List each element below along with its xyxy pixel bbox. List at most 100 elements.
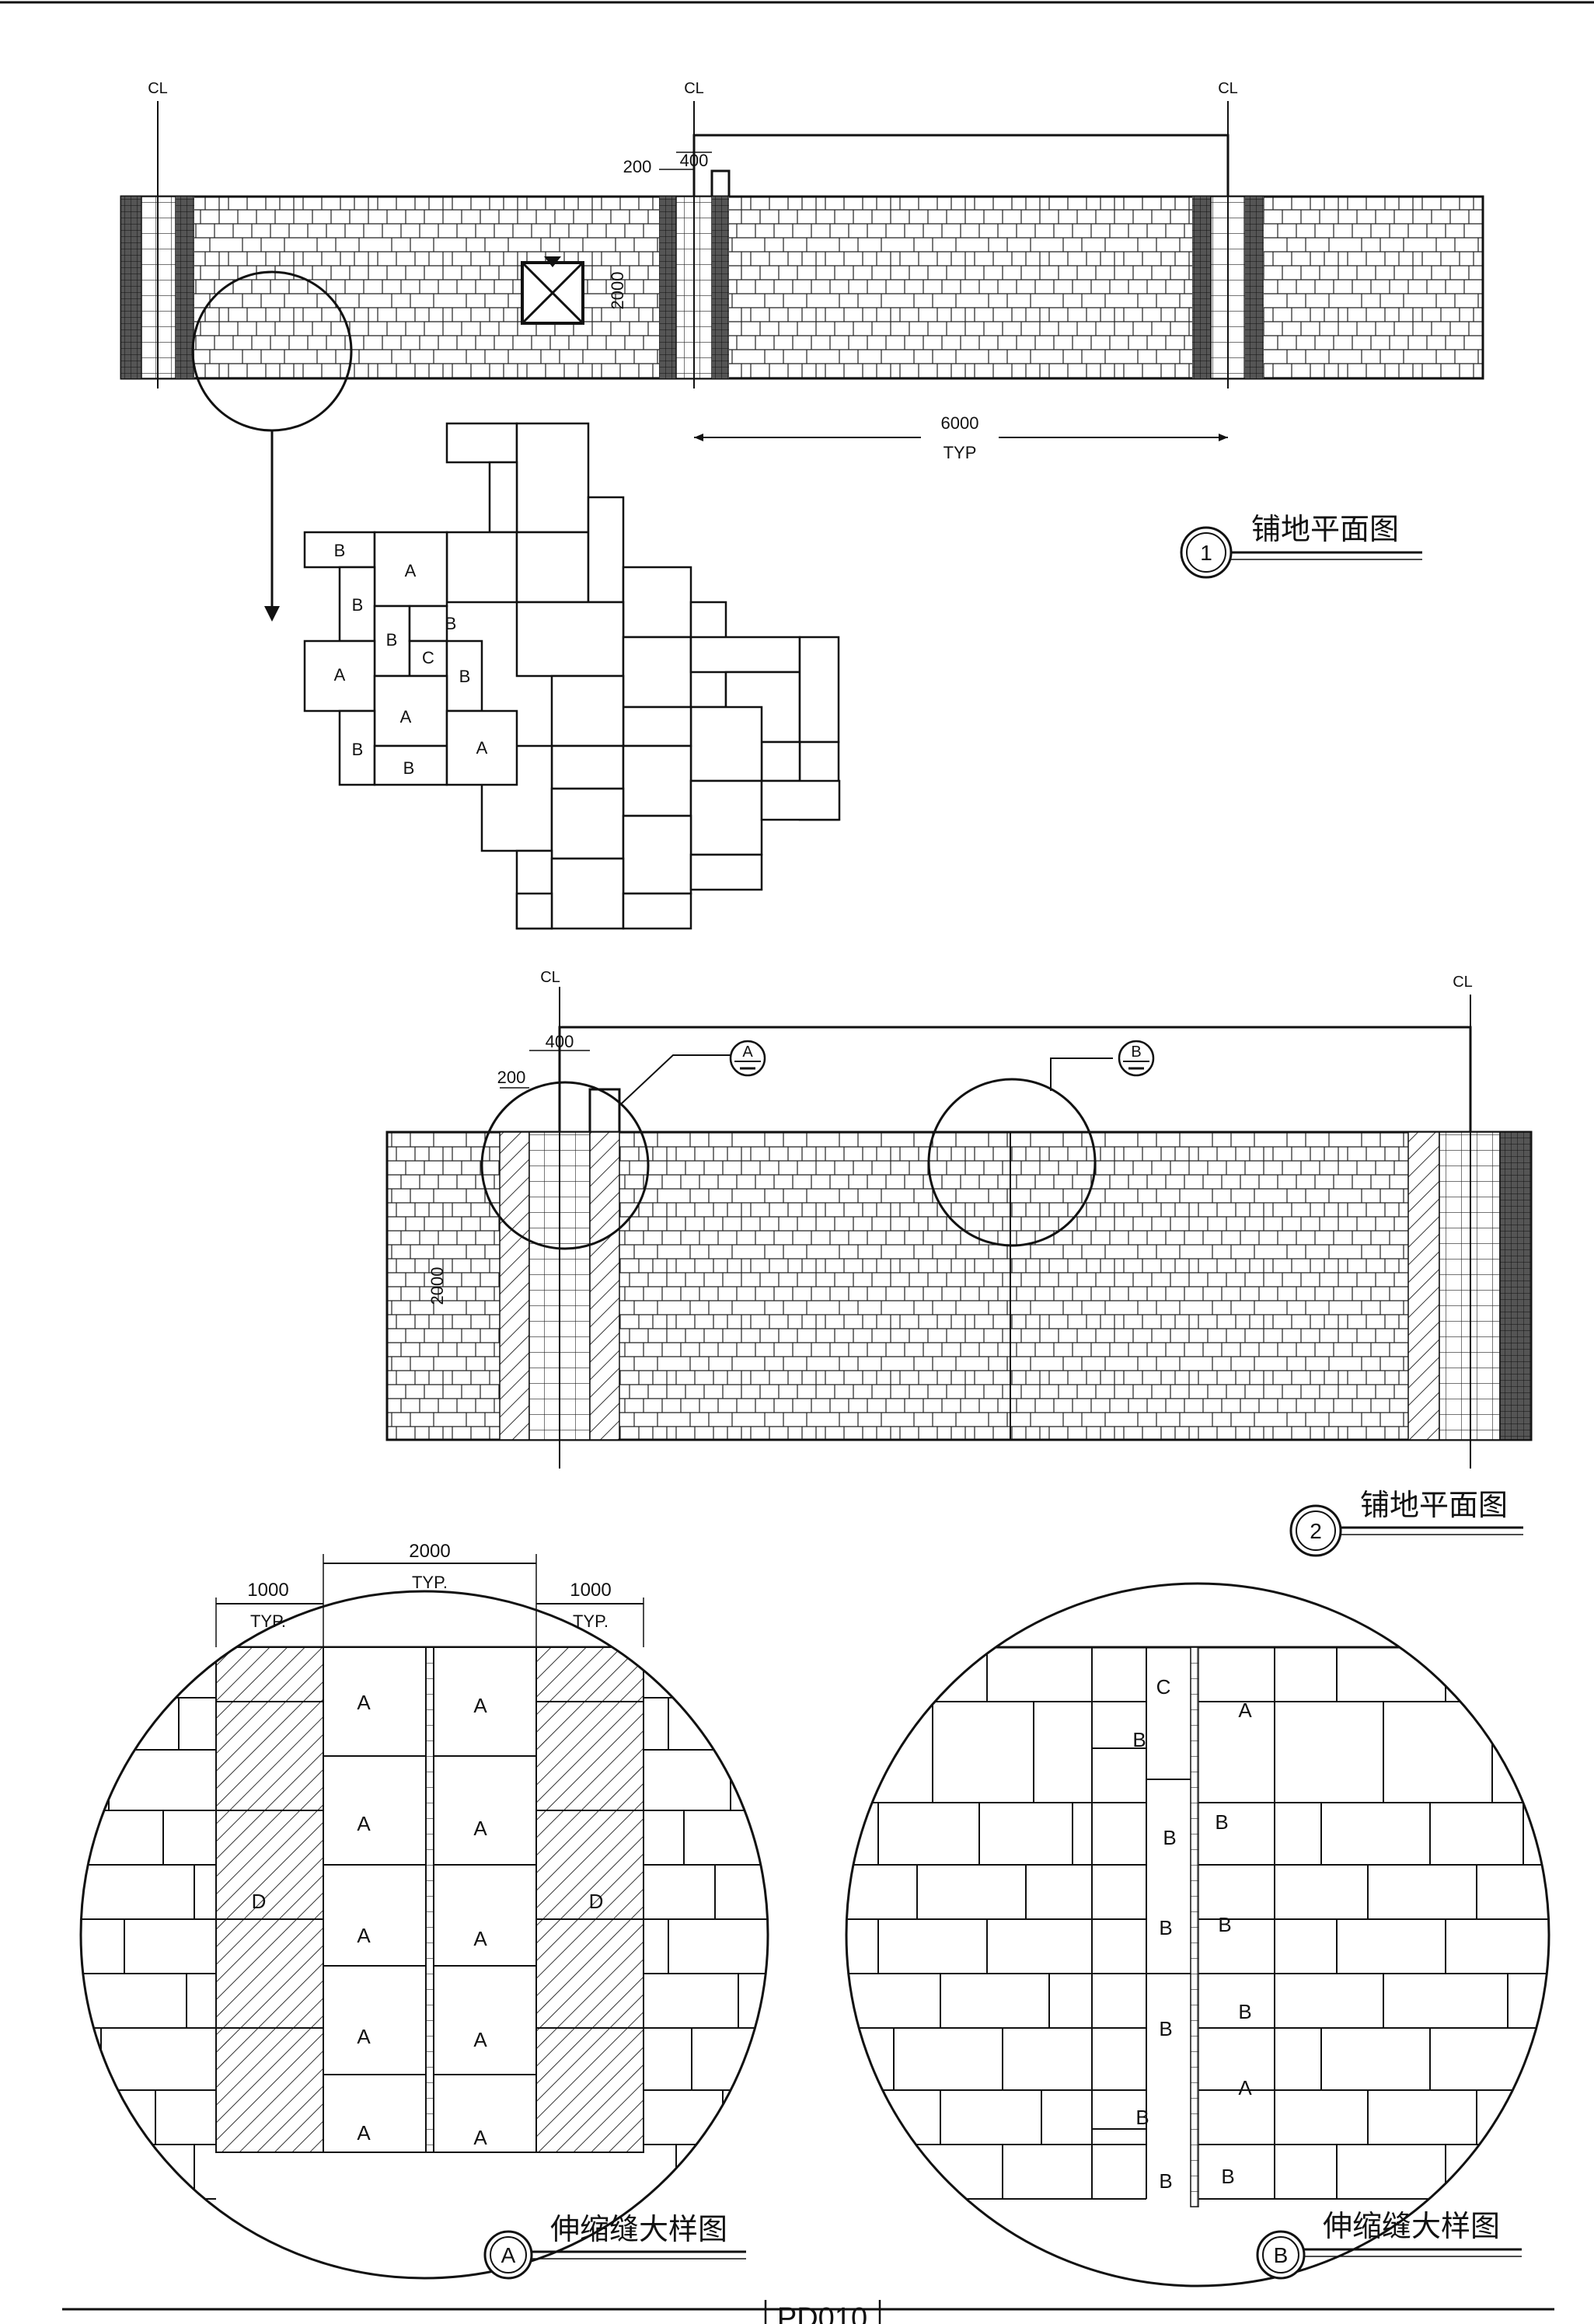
- detailB-circle: [845, 1582, 1550, 2287]
- cluster-label-1: B: [334, 541, 346, 560]
- detailA-circle: [79, 1590, 769, 2280]
- detailB-label-5: B: [1215, 1810, 1228, 1834]
- detailA-dim-2000-typ: TYP.: [412, 1573, 448, 1592]
- detailA-dim-1000-left-typ: TYP.: [250, 1611, 286, 1631]
- detailA-label-2: A: [473, 1694, 487, 1717]
- detailB-label-11: B: [1135, 2106, 1149, 2129]
- detail-marker-b: B: [1118, 1040, 1155, 1077]
- plan2-dim-400: 400: [546, 1032, 574, 1051]
- plan-2: CL CL 400 200 2000 A B: [385, 969, 1533, 1469]
- detailB-label-4: B: [1163, 1826, 1176, 1849]
- detailA-hatch-right: [535, 1646, 644, 2153]
- cluster-label-3: B: [352, 595, 364, 615]
- cluster-label-5: B: [445, 614, 457, 633]
- plan2-band-6: [1499, 1131, 1532, 1441]
- plan1-band-3: [176, 197, 194, 378]
- plan1-title: 铺地平面图: [1251, 512, 1399, 546]
- cluster-label-11: B: [403, 758, 415, 778]
- plan1-cl-mark-3: CL: [1218, 80, 1238, 97]
- detailB-label-2: A: [1238, 1699, 1252, 1722]
- plan1-callout-number: 1: [1200, 541, 1212, 565]
- plan2-cl-mark-2: CL: [1453, 974, 1473, 991]
- plan1-frame-line: [692, 134, 1230, 197]
- plan1-cl-mark-1: CL: [148, 80, 168, 97]
- detailB-label-9: B: [1238, 2000, 1251, 2023]
- detailB-label-12: B: [1159, 2169, 1172, 2193]
- detailB-title: 伸缩缝大样图: [1323, 2209, 1500, 2243]
- detail-a: 2000 TYP. 1000 TYP. 1000 TYP. A A A A A …: [79, 1541, 769, 2280]
- cluster-label-10: B: [352, 740, 364, 759]
- plan1-band-7: [1192, 197, 1211, 378]
- detailB-label-8: B: [1159, 2017, 1172, 2040]
- plan1-band-6: [712, 197, 729, 378]
- plan1-band-1: [121, 197, 141, 378]
- detailB-label-10: A: [1238, 2076, 1252, 2099]
- cluster-label-2: A: [405, 561, 417, 580]
- detailA-hatch-label-1: D: [252, 1890, 267, 1913]
- plan2-band-1: [499, 1131, 530, 1441]
- cluster-label-9: A: [400, 707, 412, 726]
- cluster-label-6: C: [422, 648, 434, 667]
- cluster-label-8: B: [459, 667, 471, 686]
- detailA-title: 伸缩缝大样图: [550, 2212, 727, 2246]
- detailA-label-8: A: [473, 2028, 487, 2051]
- plan-1: CL CL CL 200 400 2000 6000 TYP: [120, 80, 1484, 622]
- cluster-label-7: A: [334, 665, 346, 685]
- plan2-title: 铺地平面图: [1360, 1488, 1508, 1522]
- detailA-central-strip: [323, 1646, 537, 2153]
- detailB-label-13: B: [1221, 2165, 1234, 2188]
- sheet-number: PD010: [777, 2302, 867, 2324]
- plan2-cl-mark-1: CL: [540, 969, 560, 986]
- detailA-label-6: A: [473, 1927, 487, 1950]
- detailA-label-4: A: [473, 1817, 487, 1840]
- plan2-dim-200: 200: [497, 1068, 526, 1087]
- detailB-callout-circle: [1256, 2230, 1306, 2280]
- detailA-dim-2000: 2000: [409, 1541, 450, 1562]
- cluster-label-12: A: [476, 738, 488, 758]
- detailA-label-9: A: [357, 2121, 371, 2145]
- plan1-dim-200: 200: [623, 157, 652, 176]
- plan2-dim-bracket: [588, 1088, 621, 1132]
- detailA-callout-circle: [483, 2230, 533, 2280]
- detailA-callout-inner: [490, 2236, 527, 2273]
- plan2-band-3: [589, 1131, 620, 1441]
- plan1-band-4: [659, 197, 676, 378]
- plan1-band-9: [1245, 197, 1264, 378]
- detailB-joint: [1190, 1646, 1199, 2207]
- plan2-band-4: [1407, 1131, 1440, 1441]
- plan1-callout-inner: [1186, 532, 1226, 573]
- detailA-label-3: A: [357, 1812, 371, 1835]
- detailB-label-6: B: [1159, 1916, 1172, 1939]
- paving-cluster-labels: B A B B B C A B A B B A: [334, 541, 488, 778]
- plan1-dim-6000: 6000: [941, 413, 979, 433]
- plan2-detail-circle-b: [927, 1078, 1097, 1247]
- detailA-label-10: A: [473, 2126, 487, 2149]
- detailA-label-7: A: [357, 2025, 371, 2048]
- detailA-callout-letter: A: [501, 2243, 516, 2267]
- plan2-title-block: 2 铺地平面图: [1289, 1488, 1523, 1557]
- plan1-title-block: 1 铺地平面图: [1180, 512, 1422, 579]
- plan2-callout-circle: [1289, 1504, 1342, 1557]
- detailB-label-1: C: [1156, 1675, 1171, 1699]
- detailA-hatch-left: [215, 1646, 324, 2153]
- detailA-hatch-label-2: D: [589, 1890, 604, 1913]
- cluster-label-4: B: [386, 630, 398, 650]
- detailB-callout-letter: B: [1274, 2243, 1289, 2267]
- plan1-paving-strip: [120, 195, 1484, 380]
- plan2-callout-number: 2: [1310, 1519, 1322, 1543]
- plan2-leader-a: [621, 1054, 731, 1104]
- plan2-detail-circle-a: [480, 1081, 650, 1250]
- detailB-label-3: B: [1132, 1728, 1146, 1751]
- drain-grate-icon: [521, 256, 584, 325]
- detailB-label-7: B: [1218, 1913, 1231, 1936]
- plan1-dim-typ: TYP: [943, 443, 977, 462]
- detail-marker-a: A: [729, 1040, 766, 1077]
- plan1-dim-400: 400: [680, 151, 709, 170]
- detailA-label-5: A: [357, 1924, 371, 1947]
- paving-cluster: [303, 422, 841, 930]
- plan2-dim-2000: 2000: [427, 1267, 447, 1305]
- detailB-callout-inner: [1262, 2236, 1299, 2273]
- detail-marker-b-letter: B: [1131, 1044, 1141, 1061]
- plan1-detail-arrow-head: [264, 606, 280, 622]
